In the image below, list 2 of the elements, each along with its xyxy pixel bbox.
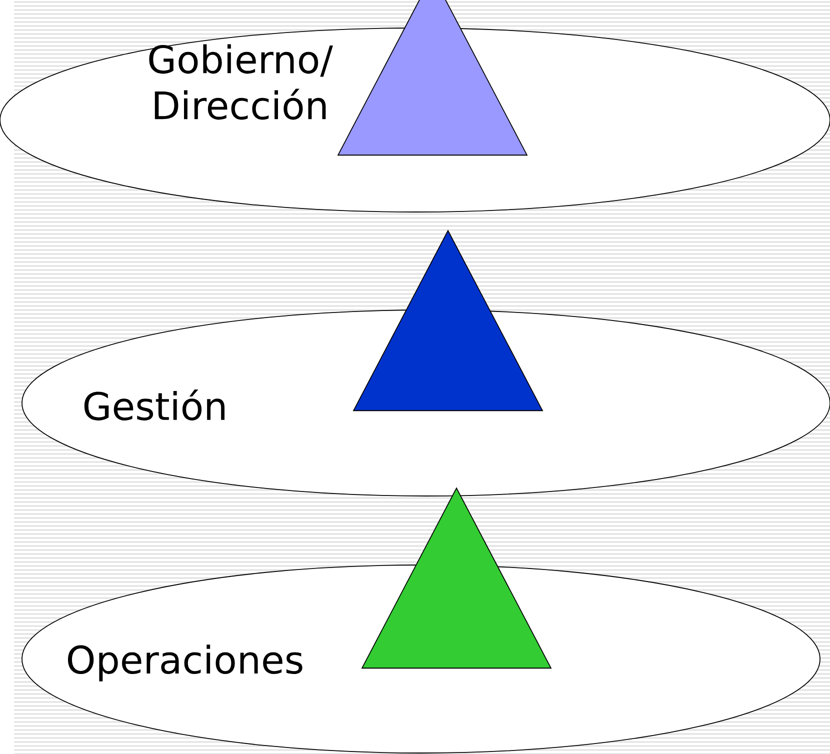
node-label: Gestión <box>84 390 224 420</box>
node-label: Operaciones <box>68 644 302 682</box>
